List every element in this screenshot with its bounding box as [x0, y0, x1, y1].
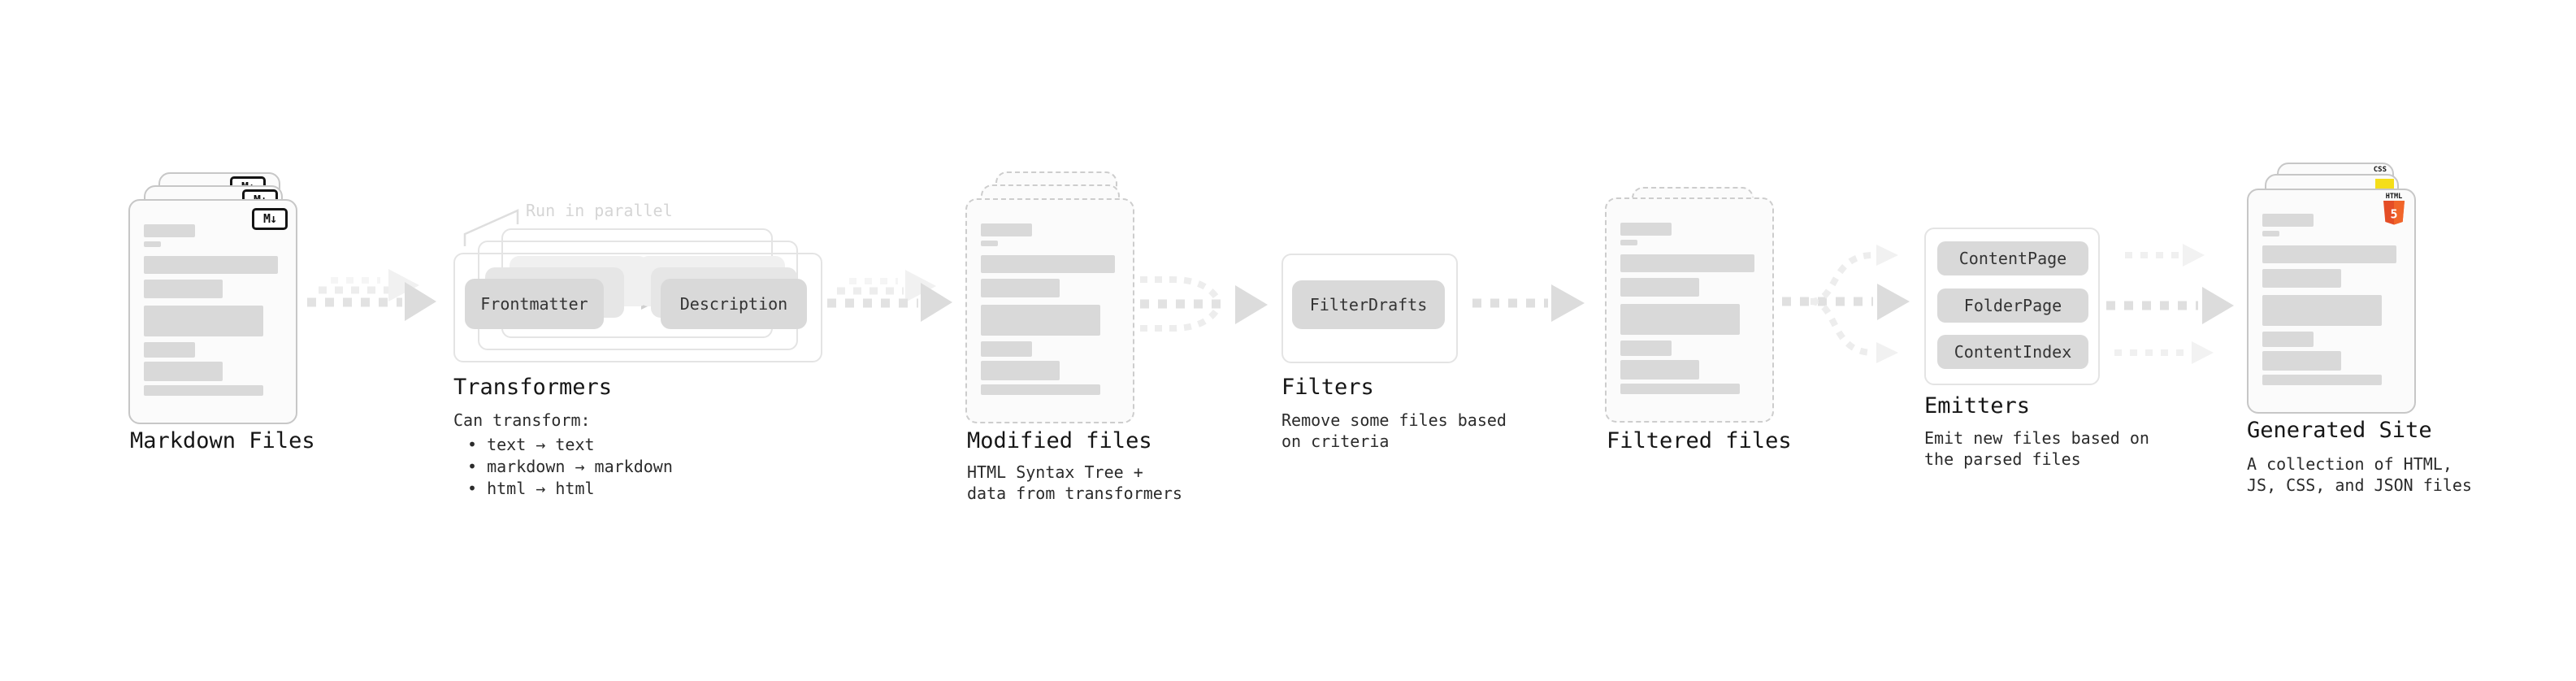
frontmatter-pill: Frontmatter — [465, 279, 604, 329]
filtered-files-label: Filtered files — [1607, 428, 1792, 453]
arrow-transformers-to-modified — [827, 270, 952, 322]
markdown-file-card-front: M↓ — [128, 199, 297, 424]
generated-site-stack: CSS HTML 5 — [2247, 162, 2426, 422]
transformers-bullet: • text → text — [467, 435, 595, 454]
filterdrafts-pill: FilterDrafts — [1292, 280, 1445, 329]
arrow-markdown-to-transformers — [307, 269, 436, 321]
generated-site-label: Generated Site — [2247, 418, 2432, 443]
markdown-files-stack: M↓ M↓ M↓ — [128, 172, 307, 432]
arrow-filters-to-filtered — [1472, 284, 1585, 322]
markdown-icon: M↓ — [252, 208, 288, 230]
modified-files-label: Modified files — [967, 428, 1152, 453]
transformers-bullet: • markdown → markdown — [467, 457, 673, 476]
transformers-caption-heading: Can transform: — [453, 410, 591, 430]
emitters-title: Emitters — [1924, 393, 2031, 419]
emitters-caption: Emit new files based on the parsed files — [1924, 428, 2149, 469]
contentpage-pill: ContentPage — [1937, 241, 2088, 275]
svg-text:HTML: HTML — [2386, 193, 2402, 201]
transformers-bullet: • html → html — [467, 479, 595, 498]
run-in-parallel-annotation: Run in parallel — [526, 201, 673, 220]
filtered-files-stack — [1605, 187, 1784, 431]
transformer-box-front — [453, 253, 822, 362]
modified-files-caption: HTML Syntax Tree + data from transformer… — [967, 462, 1182, 503]
contentindex-pill: ContentIndex — [1937, 335, 2088, 369]
svg-text:5: 5 — [2390, 207, 2397, 222]
filters-title: Filters — [1281, 375, 1374, 400]
emitters-box: ContentPage FolderPage ContentIndex — [1924, 228, 2100, 385]
arrow-emitters-to-generated — [2106, 244, 2234, 364]
filters-caption: Remove some files based on criteria — [1281, 410, 1507, 451]
arrow-modified-to-filters-merge — [1140, 276, 1268, 332]
folderpage-pill: FolderPage — [1937, 288, 2088, 323]
generated-site-caption: A collection of HTML, JS, CSS, and JSON … — [2247, 454, 2472, 495]
modified-file-card-front — [965, 198, 1134, 423]
description-pill: Description — [661, 279, 807, 329]
markdown-files-label: Markdown Files — [130, 428, 315, 453]
modified-files-stack — [965, 171, 1144, 432]
arrow-filtered-to-emitters-fanout — [1782, 245, 1910, 363]
html5-icon: HTML 5 — [2383, 193, 2405, 225]
html-file-card-front: HTML 5 — [2247, 189, 2416, 414]
filtered-file-card-front — [1605, 197, 1774, 423]
transformers-title: Transformers — [453, 375, 613, 400]
run-in-parallel-leader-line — [463, 209, 519, 246]
